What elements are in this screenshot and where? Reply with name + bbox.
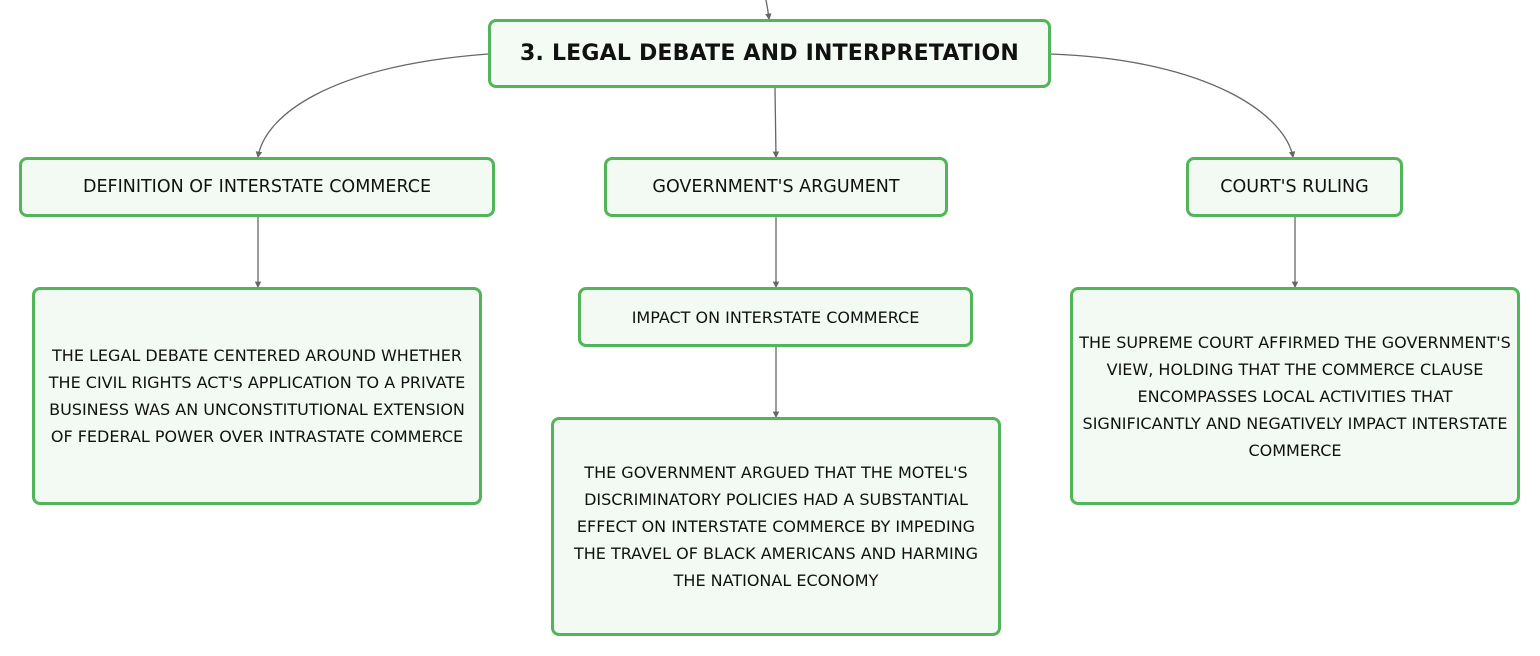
subtopic-node-impact[interactable]: IMPACT ON INTERSTATE COMMERCE	[578, 287, 973, 347]
detail-node-legal-debate[interactable]: THE LEGAL DEBATE CENTERED AROUND WHETHER…	[32, 287, 482, 505]
connector-root-to-argument	[772, 87, 780, 159]
subtopic-label-impact: IMPACT ON INTERSTATE COMMERCE	[631, 307, 920, 327]
detail-text-court-ruling: THE SUPREME COURT AFFIRMED THE GOVERNMEN…	[1079, 332, 1511, 460]
topic-node-court-ruling[interactable]: COURT'S RULING	[1186, 157, 1403, 217]
detail-text-government-argument: THE GOVERNMENT ARGUED THAT THE MOTEL'S D…	[573, 463, 979, 590]
connector-parent-to-root	[765, 0, 772, 21]
connector-root-to-ruling	[1050, 53, 1296, 159]
connector-root-to-definition	[255, 53, 489, 159]
topic-label-government-argument: GOVERNMENT'S ARGUMENT	[652, 177, 900, 197]
central-topic-label: 3. LEGAL DEBATE AND INTERPRETATION	[520, 41, 1019, 66]
topic-label-court-ruling: COURT'S RULING	[1220, 177, 1369, 197]
topic-node-government-argument[interactable]: GOVERNMENT'S ARGUMENT	[604, 157, 948, 217]
topic-node-definition[interactable]: DEFINITION OF INTERSTATE COMMERCE	[19, 157, 495, 217]
topic-label-definition: DEFINITION OF INTERSTATE COMMERCE	[82, 177, 432, 197]
detail-node-government-argument[interactable]: THE GOVERNMENT ARGUED THAT THE MOTEL'S D…	[551, 417, 1001, 636]
detail-text-legal-debate: THE LEGAL DEBATE CENTERED AROUND WHETHER…	[48, 346, 466, 446]
detail-node-court-ruling[interactable]: THE SUPREME COURT AFFIRMED THE GOVERNMEN…	[1070, 287, 1520, 505]
central-topic-node[interactable]: 3. LEGAL DEBATE AND INTERPRETATION	[488, 19, 1051, 88]
